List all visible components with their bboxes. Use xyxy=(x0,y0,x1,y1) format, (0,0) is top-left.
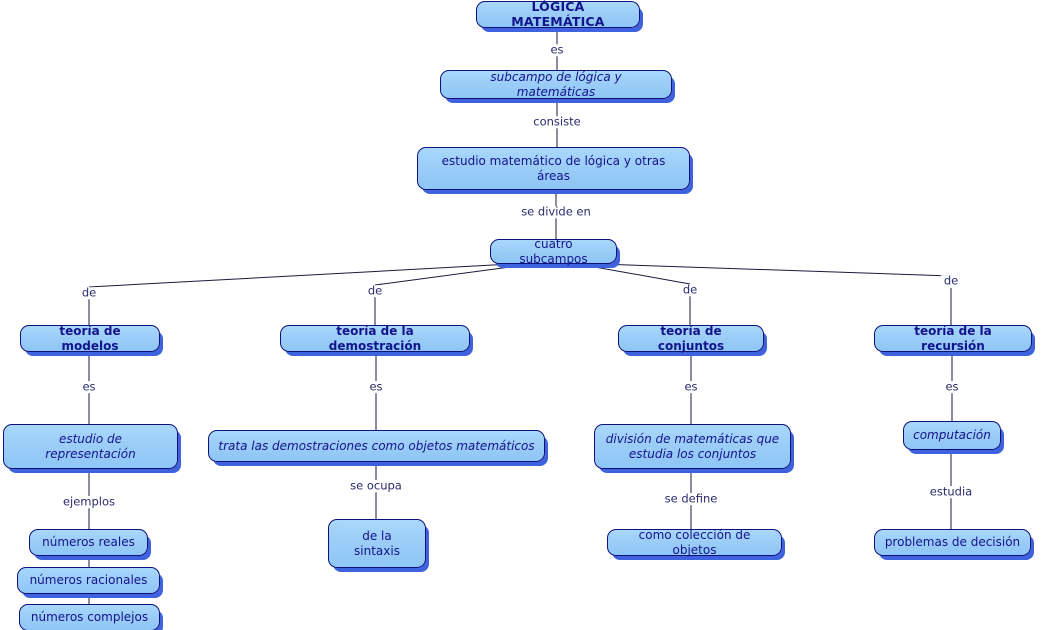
link-label-l14: se define xyxy=(661,493,721,505)
link-label-l3: se divide en xyxy=(518,206,594,218)
connector-line xyxy=(374,263,533,286)
link-label-l10: es xyxy=(681,381,701,393)
link-label-l2: consiste xyxy=(530,116,584,128)
concept-node-demostracion[interactable]: teoría de la demostración xyxy=(280,324,470,353)
link-label-l15: estudia xyxy=(926,486,976,498)
link-label-l1: es xyxy=(547,44,567,56)
concept-node-computacion[interactable]: computación xyxy=(903,421,1001,450)
concept-node-root[interactable]: LÓGICA MATEMÁTICA xyxy=(476,0,640,28)
concept-node-reales[interactable]: números reales xyxy=(29,529,148,556)
concept-node-division[interactable]: división de matemáticas que estudia los … xyxy=(594,424,791,469)
link-label-l4: de xyxy=(78,287,100,299)
concept-node-trata[interactable]: trata las demostraciones como objetos ma… xyxy=(208,430,545,462)
concept-node-decision[interactable]: problemas de decisión xyxy=(874,529,1031,556)
concept-node-cuatro[interactable]: cuatro subcampos xyxy=(490,237,617,266)
link-label-l5: de xyxy=(364,285,386,297)
concept-node-conjuntos[interactable]: teoría de conjuntos xyxy=(618,324,764,353)
concept-node-racionales[interactable]: números racionales xyxy=(17,567,160,594)
concept-node-estudio[interactable]: estudio matemático de lógica y otras áre… xyxy=(417,147,690,190)
concept-node-coleccion[interactable]: como colección de objetos xyxy=(607,528,782,557)
concept-node-subcampo[interactable]: subcampo de lógica y matemáticas xyxy=(440,70,672,99)
link-label-l8: es xyxy=(79,381,99,393)
connector-line xyxy=(577,263,691,285)
link-label-l7: de xyxy=(940,275,962,287)
link-label-l9: es xyxy=(366,381,386,393)
concept-node-recursion[interactable]: teoría de la recursión xyxy=(874,324,1032,353)
link-label-l13: se ocupa xyxy=(347,480,405,492)
concept-node-representacion[interactable]: estudio de representación xyxy=(3,424,178,469)
connector-line xyxy=(599,263,952,277)
connector-line xyxy=(88,263,513,288)
concept-node-sintaxis[interactable]: de la sintaxis xyxy=(328,519,426,568)
link-label-l6: de xyxy=(679,284,701,296)
link-label-l11: es xyxy=(942,381,962,393)
concept-node-modelos[interactable]: teoría de modelos xyxy=(20,324,160,353)
link-label-l12: ejemplos xyxy=(59,496,119,508)
concept-node-complejos[interactable]: números complejos xyxy=(19,604,160,630)
